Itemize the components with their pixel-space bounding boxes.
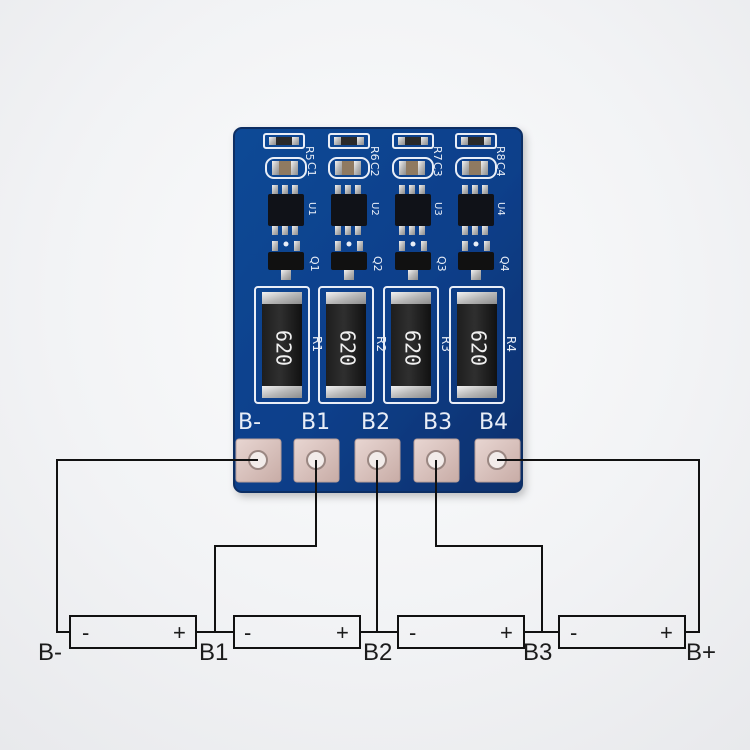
- transistor-q4: [458, 241, 494, 280]
- terminal-label-b2: B2: [363, 639, 392, 666]
- small-resistor-r6: [328, 133, 370, 149]
- pad-label-b-minus: B-: [238, 410, 261, 435]
- large-resistor-r4: [449, 286, 505, 404]
- terminal-label-b-minus: B-: [38, 639, 62, 666]
- cell3-plus-sign: +: [500, 620, 513, 645]
- battery-cell-2: [233, 615, 361, 649]
- capacitor-c4: [455, 157, 497, 179]
- label-u3: U3: [432, 202, 443, 216]
- cell2-minus-sign: -: [244, 620, 251, 645]
- pad-label-b2: B2: [361, 410, 390, 435]
- label-c2: C2: [368, 162, 381, 177]
- solder-pad-b-minus: [235, 438, 282, 483]
- pad-label-b1: B1: [301, 410, 330, 435]
- diagram-terminal-labels: B- B1 B2 B3 B+: [38, 639, 716, 666]
- cell3-minus-sign: -: [409, 620, 416, 645]
- small-resistor-r8: [455, 133, 497, 149]
- transistor-q3: [395, 241, 431, 280]
- cell4-minus-sign: -: [570, 620, 577, 645]
- transistor-row: Q1 Q2 Q3 Q4: [268, 241, 511, 280]
- pad-label-b4: B4: [479, 410, 508, 435]
- capacitor-c3: [392, 157, 434, 179]
- wire-b-minus: [56, 459, 258, 633]
- label-q4: Q4: [498, 256, 511, 272]
- terminal-label-b-plus: B+: [686, 639, 716, 666]
- label-r4: R4: [504, 336, 518, 352]
- label-r1: R1: [310, 336, 324, 352]
- large-resistor-r3: [383, 286, 439, 404]
- label-r7: R7: [431, 146, 444, 161]
- label-c1: C1: [305, 162, 318, 177]
- capacitor-c1: [265, 157, 307, 179]
- transistor-q2: [331, 241, 367, 280]
- label-r8: R8: [494, 146, 507, 161]
- transistor-q1: [268, 241, 304, 280]
- battery-cell-1: [69, 615, 197, 649]
- label-r3: R3: [439, 336, 453, 352]
- terminal-label-b3: B3: [523, 639, 552, 666]
- label-r2: R2: [374, 336, 388, 352]
- large-resistor-r2: [318, 286, 374, 404]
- large-resistor-r1: [254, 286, 310, 404]
- battery-cell-4: [558, 615, 686, 649]
- label-u4: U4: [495, 202, 506, 216]
- label-c4: C4: [494, 162, 507, 177]
- label-r5: R5: [303, 146, 316, 161]
- cell1-minus-sign: -: [82, 620, 89, 645]
- small-resistor-r7: [392, 133, 434, 149]
- small-resistor-row: R5 R6 R7 R8: [263, 133, 507, 161]
- capacitor-c2: [328, 157, 370, 179]
- resistor-code-r2: 620: [336, 330, 360, 366]
- cell1-plus-sign: +: [173, 620, 186, 645]
- battery-cell-3: [397, 615, 525, 649]
- resistor-code-r4: 620: [467, 330, 491, 366]
- ic-row: U1 U2 U3 U4: [268, 185, 506, 235]
- battery-cells: - + - + - + - +: [69, 615, 686, 649]
- wire-b4: [497, 459, 700, 633]
- ic-u3: [395, 185, 431, 235]
- pad-label-row: B- B1 B2 B3 B4: [238, 410, 508, 435]
- label-q3: Q3: [435, 256, 448, 272]
- label-u1: U1: [306, 202, 317, 216]
- large-resistor-row: 620 620 620 620 R1 R2 R3 R4: [254, 286, 518, 404]
- label-c3: C3: [431, 162, 444, 177]
- small-resistor-r5: [263, 133, 305, 149]
- cell4-plus-sign: +: [660, 620, 673, 645]
- label-q2: Q2: [371, 256, 384, 272]
- resistor-code-r1: 620: [272, 330, 296, 366]
- label-q1: Q1: [308, 256, 321, 272]
- label-r6: R6: [368, 146, 381, 161]
- label-u2: U2: [369, 202, 380, 216]
- ic-u1: [268, 185, 304, 235]
- terminal-label-b1: B1: [199, 639, 228, 666]
- ic-u2: [331, 185, 367, 235]
- resistor-code-r3: 620: [401, 330, 425, 366]
- cell2-plus-sign: +: [336, 620, 349, 645]
- wiring-diagram: [56, 459, 700, 633]
- pad-label-b3: B3: [423, 410, 452, 435]
- capacitor-row: C1 C2 C3 C4: [265, 157, 507, 179]
- ic-u4: [458, 185, 494, 235]
